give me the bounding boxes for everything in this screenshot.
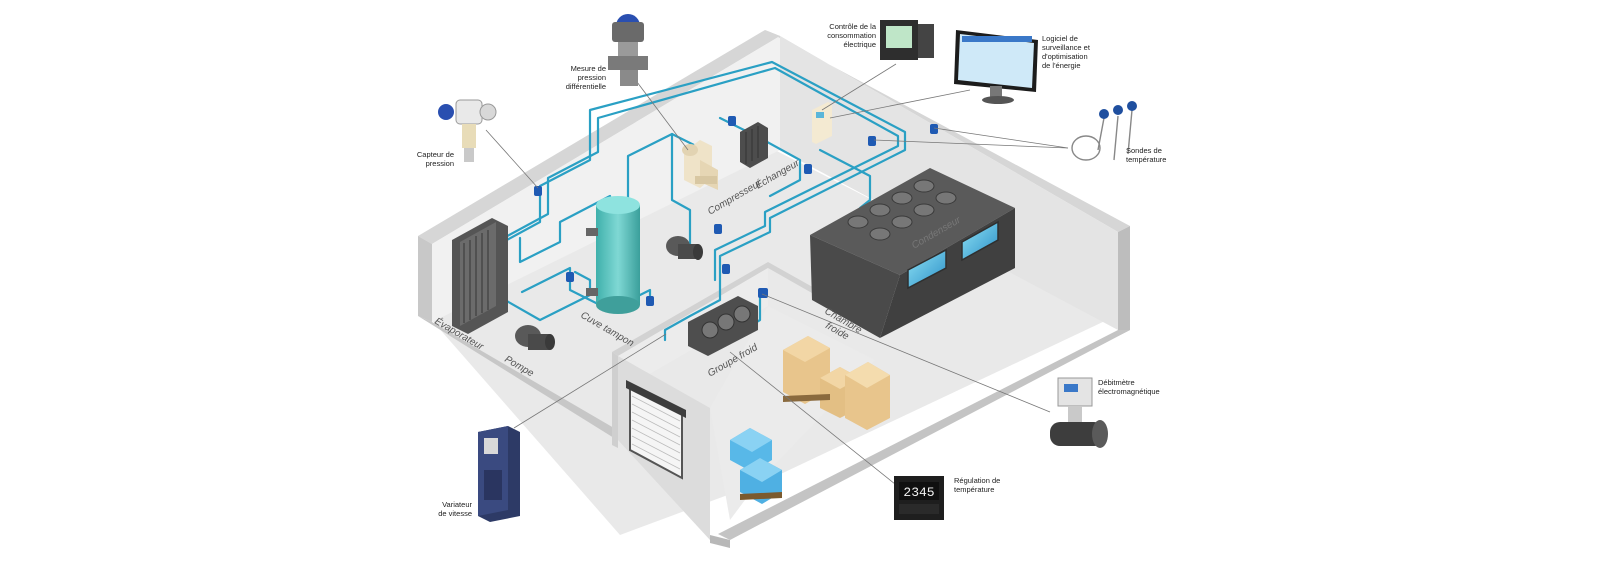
label-pressure-sensor: Capteur de pression — [396, 150, 454, 168]
label-line: température — [1126, 155, 1167, 164]
condenser[interactable] — [810, 168, 1015, 338]
cold-room-bottom-edge — [710, 535, 730, 548]
back-right-wall-top — [765, 30, 1130, 232]
label-line: Variateur — [442, 500, 472, 509]
label-line: différentielle — [565, 82, 606, 91]
right-outer-wall — [1118, 226, 1130, 336]
valves — [534, 116, 938, 306]
label-line: électrique — [843, 40, 876, 49]
callout-lines — [485, 63, 1069, 489]
label-line: de vitesse — [438, 509, 472, 518]
label-line: Contrôle de la — [829, 22, 876, 31]
label-line: électromagnétique — [1098, 387, 1160, 396]
label-line: pression — [425, 159, 454, 168]
power-meter-device — [880, 20, 934, 60]
label-energy-software: Logiciel de surveillance et d'optimisati… — [1042, 34, 1112, 70]
crates — [783, 336, 890, 430]
label-line: Sondes de — [1126, 146, 1162, 155]
label-line: pression — [577, 73, 606, 82]
label-line: consommation — [827, 31, 876, 40]
pipe-evap-to-tank — [518, 194, 612, 264]
speed-drive-device — [478, 426, 520, 522]
compressor[interactable] — [682, 140, 718, 190]
front-left-floor-edge — [418, 316, 614, 438]
label-line: Capteur de — [416, 150, 454, 159]
label-temperature-probes: Sondes de température — [1126, 146, 1186, 164]
temperature-probes-device — [1071, 101, 1137, 161]
pipe-tank-loop — [626, 132, 702, 208]
pipe-to-coldgroup — [663, 266, 722, 342]
label-speed-drive: Variateur de vitesse — [412, 500, 472, 518]
cold-room-left-wall — [612, 352, 618, 448]
pipe-condenser — [818, 148, 872, 210]
temperature-controller-device: 2345 — [894, 476, 944, 520]
wall-panel — [812, 102, 832, 144]
cold-room-wall-top — [612, 262, 875, 356]
blue-boxes — [730, 428, 782, 504]
label-line: Logiciel de — [1042, 34, 1078, 43]
label-line: d'optimisation — [1042, 52, 1088, 61]
pipe-main-2 — [498, 66, 900, 282]
cold-group-unit[interactable] — [688, 296, 758, 356]
label-line: Mesure de — [570, 64, 606, 73]
label-line: température — [954, 485, 995, 494]
label-temperature-regulation: Régulation de température — [954, 476, 1024, 494]
label-line: Débitmètre — [1098, 378, 1135, 387]
pipe-lower-loop — [520, 266, 652, 312]
evaporator[interactable] — [452, 218, 508, 334]
label-power-monitor: Contrôle de la consommation électrique — [818, 22, 876, 49]
front-right-wall — [718, 330, 1130, 540]
label-line: de l'énergie — [1042, 61, 1081, 70]
pressure-sensor-device — [438, 99, 497, 162]
label-line: Régulation de — [954, 476, 1001, 485]
label-flowmeter: Débitmètre électromagnétique — [1098, 378, 1178, 396]
buffer-tank[interactable] — [586, 196, 640, 314]
energy-software-monitor — [954, 30, 1038, 104]
roller-door-box — [626, 380, 686, 418]
controller-display: 2345 — [903, 485, 934, 500]
left-outer-wall — [418, 236, 432, 322]
label-line: surveillance et — [1042, 43, 1090, 52]
pump-1[interactable] — [515, 325, 555, 350]
label-diff-pressure: Mesure de pression différentielle — [548, 64, 606, 91]
flowmeter-device — [1050, 377, 1108, 448]
exchanger[interactable] — [740, 122, 768, 168]
pipe-compressor — [670, 132, 692, 248]
pipe-network — [490, 60, 907, 342]
diff-pressure-device — [608, 14, 648, 86]
roller-door-slats — [631, 395, 681, 470]
pump-2[interactable] — [666, 236, 703, 260]
